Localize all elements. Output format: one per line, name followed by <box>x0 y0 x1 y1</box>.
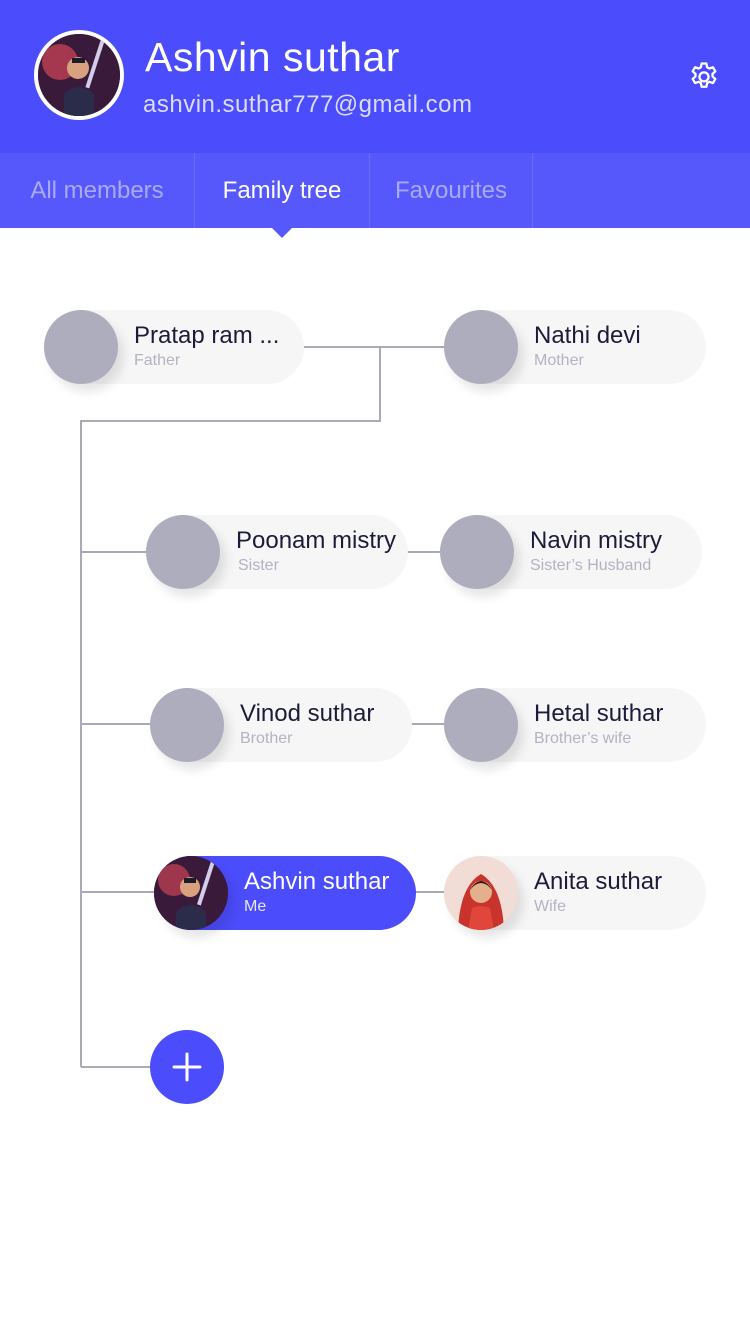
avatar-placeholder <box>440 515 514 589</box>
member-name: Ashvin suthar <box>244 868 390 895</box>
tab-all-members[interactable]: All members <box>0 153 195 228</box>
member-role: Brother <box>240 730 293 747</box>
member-role: Mother <box>534 352 584 369</box>
avatar-placeholder <box>444 310 518 384</box>
tab-bar: All members Family tree Favourites <box>0 153 750 238</box>
tab-favourites[interactable]: Favourites <box>370 153 533 228</box>
avatar-photo <box>444 856 518 930</box>
member-name: Navin mistry <box>530 527 663 554</box>
avatar-placeholder <box>44 310 118 384</box>
me-photo-image <box>154 856 228 930</box>
member-name: Poonam mistry <box>236 527 397 554</box>
member-role: Wife <box>534 898 566 915</box>
add-member-button[interactable] <box>150 1030 224 1104</box>
avatar-photo <box>154 856 228 930</box>
profile-email: ashvin.suthar777@gmail.com <box>143 91 473 118</box>
member-name: Hetal suthar <box>534 700 664 727</box>
profile-name: Ashvin suthar <box>145 34 400 80</box>
avatar-placeholder <box>150 688 224 762</box>
profile-header: Ashvin suthar ashvin.suthar777@gmail.com <box>0 0 750 153</box>
member-card-brother-wife[interactable]: Hetal suthar Brother’s wife <box>444 688 706 762</box>
member-card-me[interactable]: Ashvin suthar Me <box>154 856 416 930</box>
profile-photo-image <box>38 34 120 116</box>
member-role: Me <box>244 898 267 915</box>
profile-avatar[interactable] <box>34 30 124 120</box>
plus-icon <box>172 1052 202 1082</box>
member-card-father[interactable]: Pratap ram ... Father <box>44 310 304 384</box>
gear-icon <box>691 62 717 88</box>
member-role: Sister <box>238 557 279 574</box>
member-card-sister-husband[interactable]: Navin mistry Sister’s Husband <box>440 515 702 589</box>
wife-photo-image <box>444 856 518 930</box>
member-role: Sister’s Husband <box>530 557 652 574</box>
tab-family-tree[interactable]: Family tree <box>195 153 370 238</box>
member-name: Pratap ram ... <box>134 322 280 349</box>
member-card-sister[interactable]: Poonam mistry Sister <box>146 515 408 589</box>
member-card-brother[interactable]: Vinod suthar Brother <box>150 688 412 762</box>
settings-button[interactable] <box>684 57 724 97</box>
member-name: Anita suthar <box>534 868 663 895</box>
avatar-placeholder <box>444 688 518 762</box>
member-name: Nathi devi <box>534 322 641 349</box>
member-role: Brother’s wife <box>534 730 632 747</box>
member-role: Father <box>134 352 181 369</box>
member-card-wife[interactable]: Anita suthar Wife <box>444 856 706 930</box>
member-name: Vinod suthar <box>240 700 375 727</box>
member-card-mother[interactable]: Nathi devi Mother <box>444 310 706 384</box>
avatar-placeholder <box>146 515 220 589</box>
